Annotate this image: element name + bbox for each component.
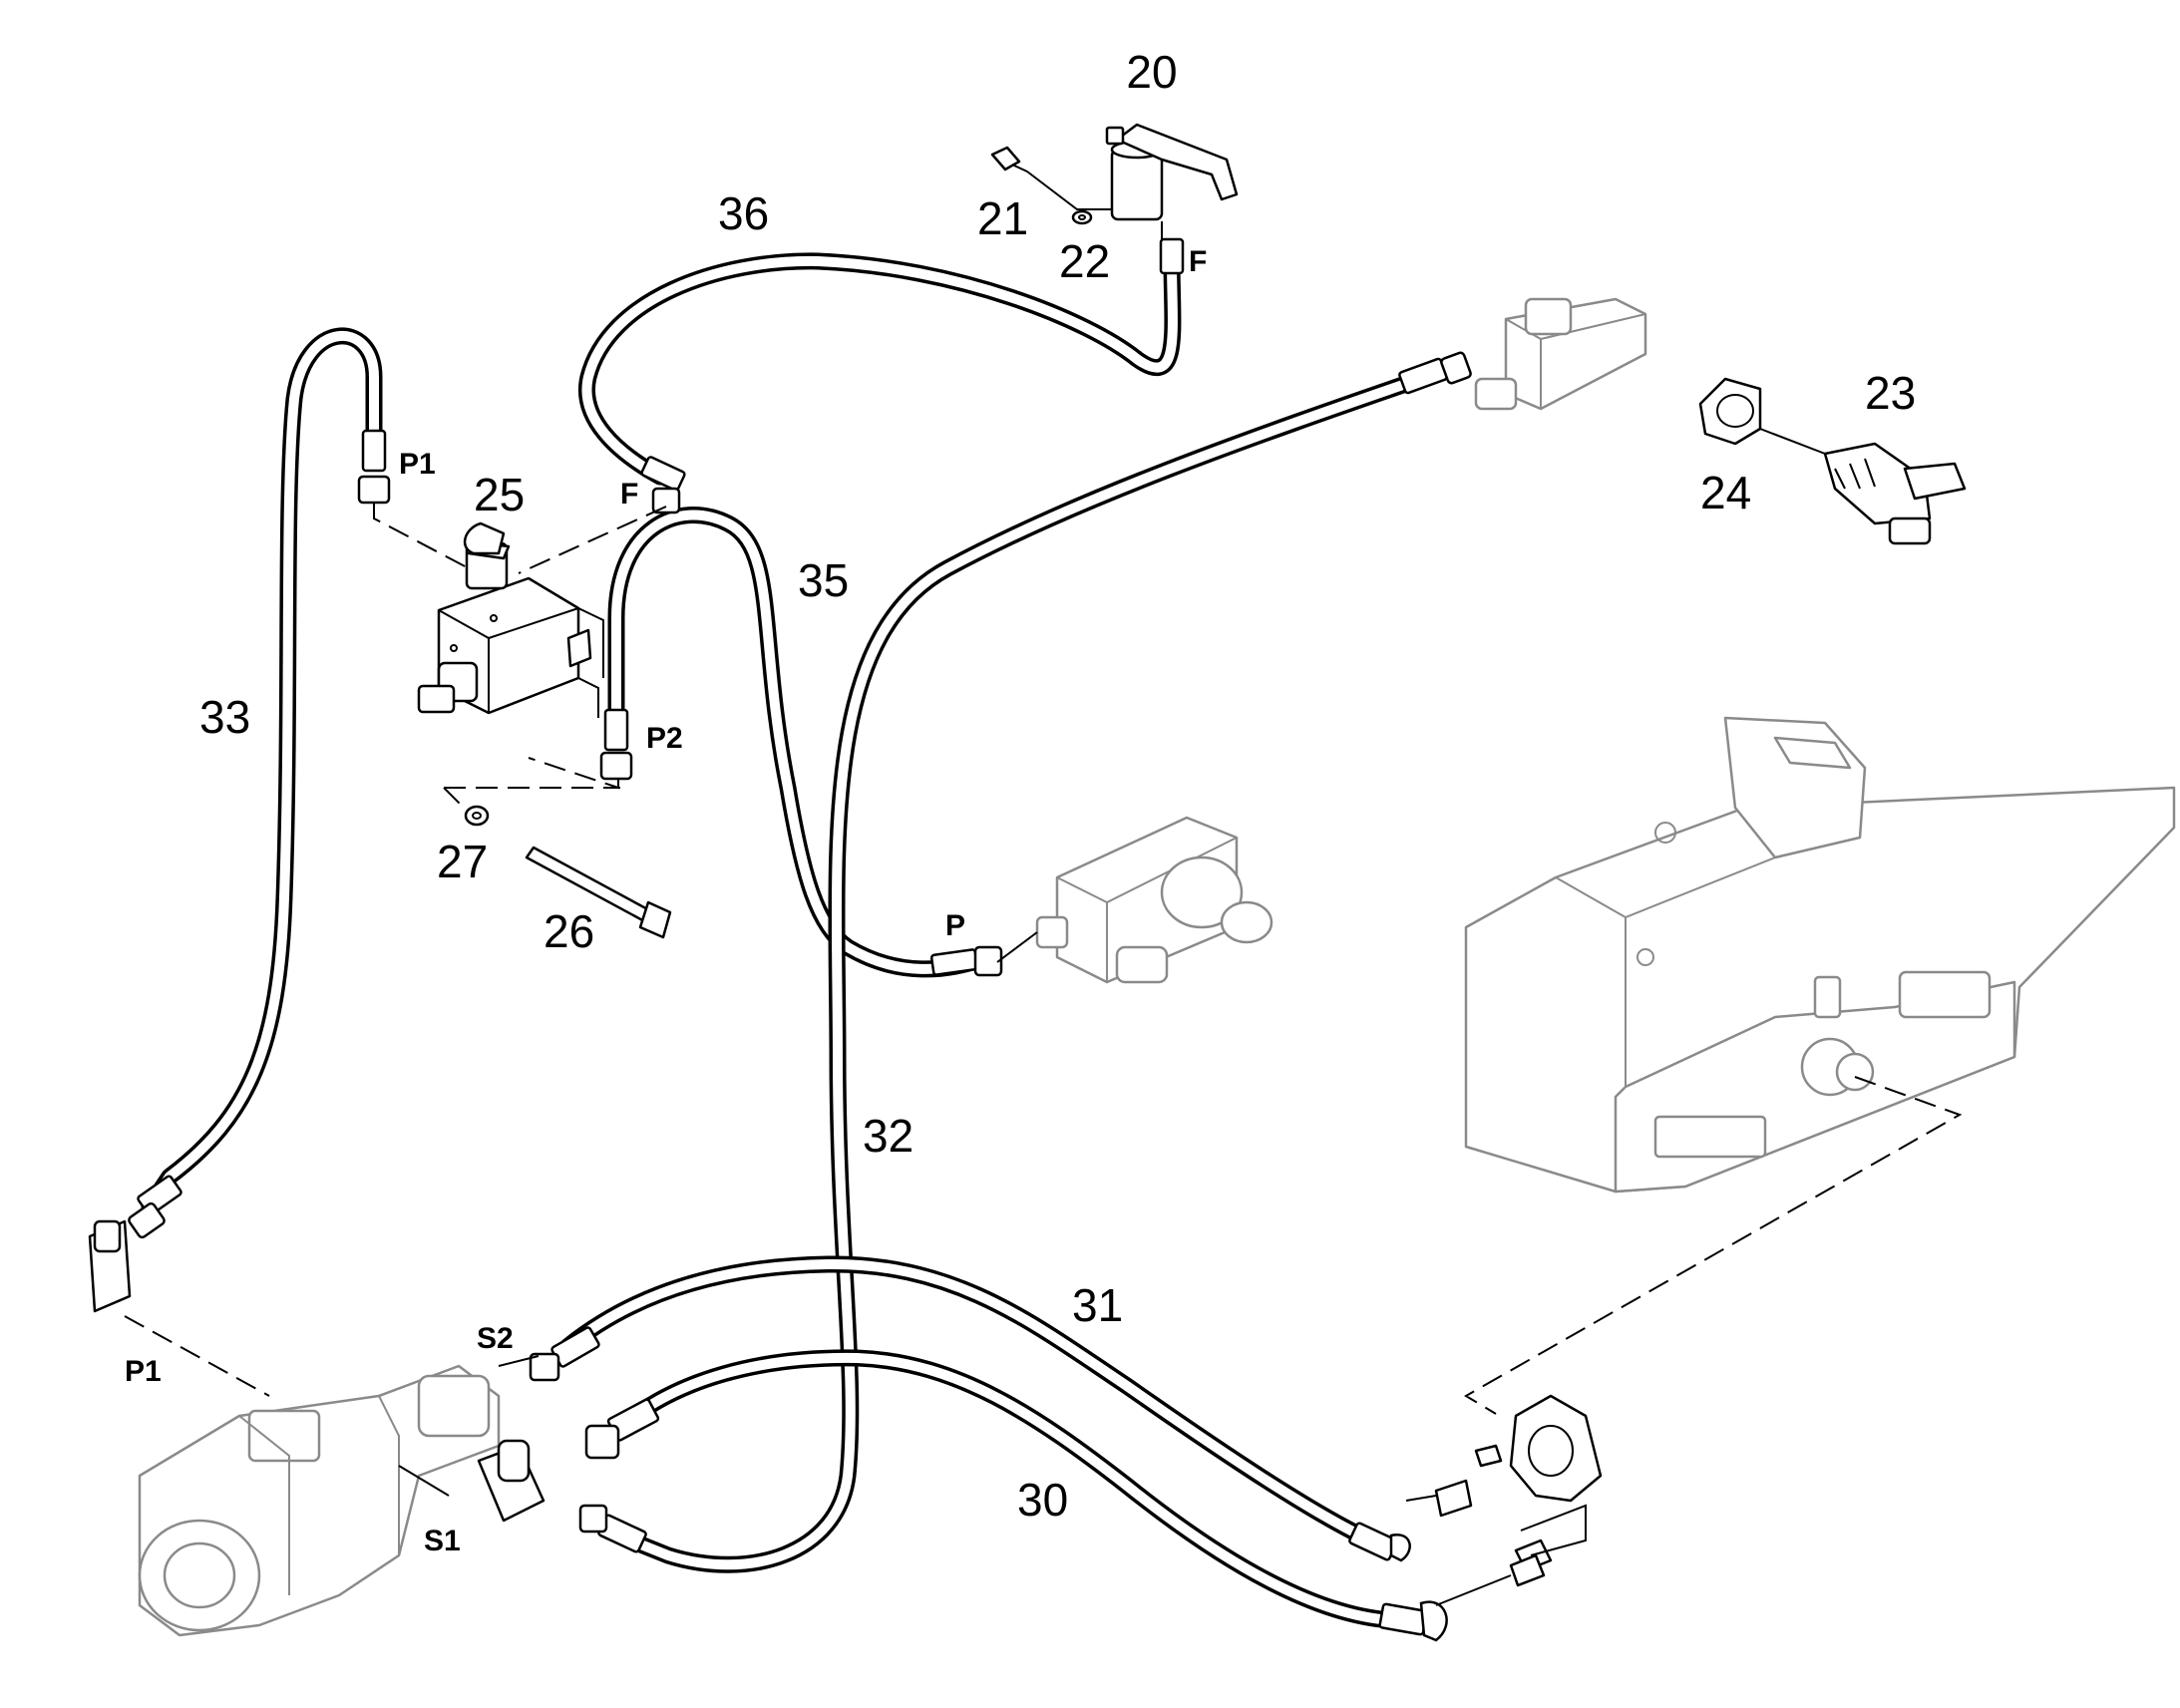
hose-35[interactable] (607, 507, 996, 978)
port-label-f-valve: F (620, 478, 638, 511)
port-label-s2-pump: S2 (477, 1322, 514, 1355)
callout-21: 21 (977, 192, 1028, 244)
callout-36: 36 (718, 187, 769, 239)
pump-leader-lines (124, 1315, 540, 1497)
callout-32: 32 (863, 1110, 913, 1162)
callout-20: 20 (1126, 46, 1177, 98)
valve-23[interactable] (1823, 442, 1967, 545)
washer-22[interactable] (1071, 209, 1093, 225)
port-label-f-filter: F (1189, 245, 1207, 278)
control-valve-block-p[interactable] (1035, 816, 1273, 984)
callout-labels: 20 21 22 23 24 25 26 27 30 31 32 33 35 3… (199, 46, 1916, 1526)
hose-31[interactable] (559, 1255, 1380, 1549)
leader-tank-dash (1464, 1076, 1963, 1415)
hose-30[interactable] (619, 1349, 1400, 1629)
callout-33: 33 (199, 691, 250, 743)
port-label-p-block: P (945, 909, 965, 942)
pump-port-block-s1[interactable] (477, 1439, 545, 1523)
leader-21 (1026, 171, 1112, 210)
bolt-21[interactable] (990, 146, 1028, 172)
port-label-p2-valve: P2 (646, 722, 683, 755)
callout-35: 35 (798, 554, 849, 606)
pump-port-block-p1[interactable] (88, 1219, 132, 1313)
callout-23: 23 (1865, 367, 1916, 419)
callout-26: 26 (544, 905, 594, 957)
bolt-26[interactable] (525, 846, 672, 939)
filter-assembly[interactable] (1105, 123, 1239, 241)
washer-27[interactable] (464, 805, 490, 827)
callout-24: 24 (1700, 467, 1751, 518)
port-label-s1-pump: S1 (424, 1525, 461, 1557)
hydraulic-tank[interactable] (1464, 716, 2176, 1194)
leader-24 (1759, 428, 1826, 455)
valve-block-25[interactable] (417, 521, 592, 715)
leader-block-p (996, 931, 1038, 963)
hose-33[interactable] (141, 327, 383, 1215)
suction-fitting[interactable] (1405, 1394, 1603, 1606)
callout-25: 25 (474, 469, 525, 520)
hydraulic-pump[interactable] (138, 1364, 501, 1637)
port-label-p1-valve: P1 (399, 448, 436, 481)
port-label-p1-pump: P1 (125, 1355, 162, 1388)
callout-27: 27 (437, 836, 488, 887)
valve-leader-lines (373, 504, 667, 814)
callout-31: 31 (1072, 1279, 1123, 1331)
nut-24[interactable] (1698, 377, 1762, 446)
control-valve-top-right[interactable] (1474, 297, 1647, 411)
callout-30: 30 (1017, 1474, 1068, 1526)
hose-32[interactable] (609, 368, 1435, 1573)
callout-22: 22 (1059, 235, 1110, 287)
port-labels: P1 F P2 F P P1 S2 S1 (125, 245, 1207, 1557)
hose-36[interactable] (578, 252, 1182, 486)
hose-fittings (128, 237, 1472, 1642)
